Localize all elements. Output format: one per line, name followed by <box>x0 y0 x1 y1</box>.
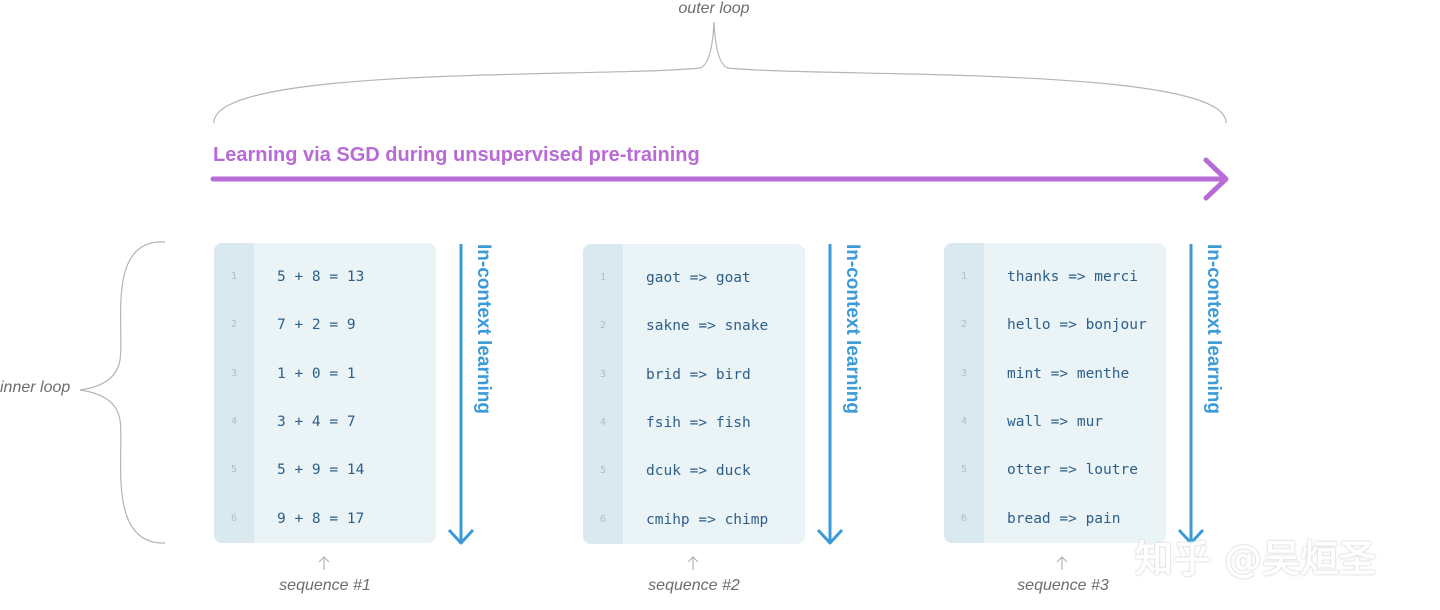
line-text: 7 + 2 = 9 <box>277 317 356 333</box>
line-number: 6 <box>230 513 238 524</box>
sgd-arrow-head <box>1203 157 1229 201</box>
line-text: thanks => merci <box>1007 269 1138 285</box>
up-arrow-1 <box>318 556 330 570</box>
sequence-box-2: 1 gaot => goat 2 sakne => snake 3 brid =… <box>583 244 805 544</box>
icl-label-3: In-context learning <box>1203 244 1224 414</box>
sgd-title: Learning via SGD during unsupervised pre… <box>213 144 700 166</box>
line-number: 2 <box>960 319 968 330</box>
line-number: 1 <box>230 271 238 282</box>
code-line: 4 3 + 4 = 7 <box>214 410 436 434</box>
sequence-caption-3: sequence #3 <box>1017 577 1109 594</box>
line-number: 4 <box>230 416 238 427</box>
line-text: mint => menthe <box>1007 366 1130 382</box>
line-number: 4 <box>960 416 968 427</box>
line-text: hello => bonjour <box>1007 317 1147 333</box>
line-text: 9 + 8 = 17 <box>277 511 365 527</box>
code-line: 6 9 + 8 = 17 <box>214 507 436 531</box>
icl-arrow-3 <box>1177 244 1205 545</box>
line-text: wall => mur <box>1007 414 1104 430</box>
up-arrow-2 <box>687 556 699 570</box>
sequence-box-1: 1 5 + 8 = 13 2 7 + 2 = 9 3 1 + 0 = 1 4 3… <box>214 243 436 543</box>
line-number: 5 <box>230 464 238 475</box>
outer-loop-label: outer loop <box>678 0 750 17</box>
line-number: 5 <box>960 464 968 475</box>
code-line: 2 sakne => snake <box>583 314 805 338</box>
line-text: 5 + 8 = 13 <box>277 269 365 285</box>
icl-label-2: In-context learning <box>842 244 863 414</box>
line-number: 2 <box>230 319 238 330</box>
line-text: bread => pain <box>1007 511 1121 527</box>
sequence-caption-1: sequence #1 <box>279 577 371 594</box>
line-number-gutter <box>583 244 623 544</box>
outer-loop-brace <box>213 21 1227 124</box>
line-number: 6 <box>599 514 607 525</box>
line-text: fsih => fish <box>646 415 751 431</box>
line-text: sakne => snake <box>646 318 769 334</box>
inner-loop-label: inner loop <box>0 379 71 396</box>
code-line: 4 fsih => fish <box>583 411 805 435</box>
code-line: 2 7 + 2 = 9 <box>214 313 436 337</box>
line-number-gutter <box>944 243 984 543</box>
code-line: 5 dcuk => duck <box>583 459 805 483</box>
line-number: 4 <box>599 417 607 428</box>
line-number: 5 <box>599 465 607 476</box>
line-number: 1 <box>960 271 968 282</box>
inner-loop-brace <box>79 241 166 544</box>
sequence-caption-2: sequence #2 <box>648 577 740 594</box>
code-line: 1 5 + 8 = 13 <box>214 265 436 289</box>
code-line: 5 5 + 9 = 14 <box>214 458 436 482</box>
line-text: 5 + 9 = 14 <box>277 462 365 478</box>
line-number-gutter <box>214 243 254 543</box>
code-line: 6 bread => pain <box>944 507 1166 531</box>
icl-arrow-1 <box>447 244 475 545</box>
line-text: cmihp => chimp <box>646 512 769 528</box>
code-line: 5 otter => loutre <box>944 458 1166 482</box>
line-text: brid => bird <box>646 367 751 383</box>
icl-label-1: In-context learning <box>473 244 494 414</box>
line-text: otter => loutre <box>1007 462 1138 478</box>
code-line: 3 mint => menthe <box>944 362 1166 386</box>
line-number: 3 <box>230 368 238 379</box>
line-number: 3 <box>599 369 607 380</box>
code-line: 2 hello => bonjour <box>944 313 1166 337</box>
code-line: 4 wall => mur <box>944 410 1166 434</box>
watermark: 知乎 @吴烜圣 <box>1135 537 1377 581</box>
code-line: 3 1 + 0 = 1 <box>214 362 436 386</box>
line-number: 1 <box>599 272 607 283</box>
code-line: 1 gaot => goat <box>583 266 805 290</box>
code-line: 3 brid => bird <box>583 363 805 387</box>
up-arrow-3 <box>1056 556 1068 570</box>
line-text: dcuk => duck <box>646 463 751 479</box>
line-number: 6 <box>960 513 968 524</box>
icl-arrow-2 <box>816 244 844 545</box>
line-number: 3 <box>960 368 968 379</box>
sequence-box-3: 1 thanks => merci 2 hello => bonjour 3 m… <box>944 243 1166 543</box>
line-text: 1 + 0 = 1 <box>277 366 356 382</box>
line-number: 2 <box>599 320 607 331</box>
line-text: gaot => goat <box>646 270 751 286</box>
code-line: 1 thanks => merci <box>944 265 1166 289</box>
code-line: 6 cmihp => chimp <box>583 508 805 532</box>
line-text: 3 + 4 = 7 <box>277 414 356 430</box>
